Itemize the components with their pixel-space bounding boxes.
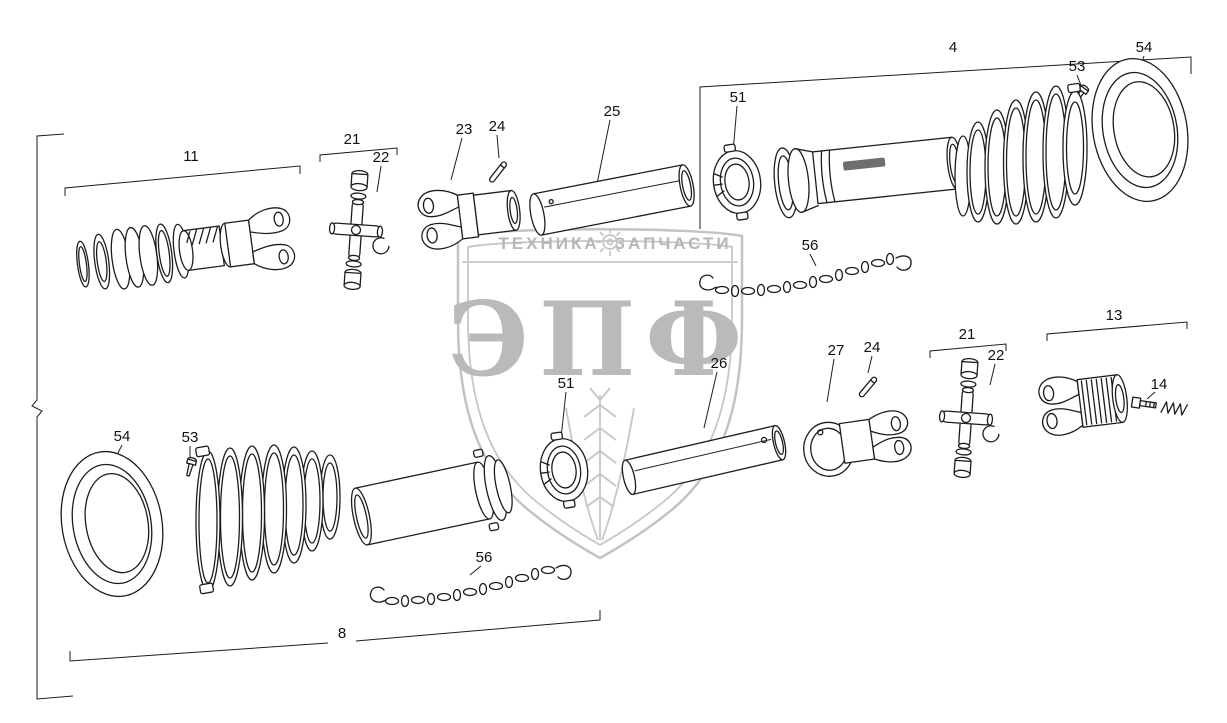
- callout-22-bottom: 22: [988, 347, 1005, 364]
- callout-21-bottom: 21: [959, 326, 976, 343]
- callout-53-bottom: 53: [182, 429, 199, 446]
- part-clamp-cone-51-top: [707, 140, 767, 224]
- callout-24-bottom: 24: [864, 339, 881, 356]
- part-outer-yoke-13: [1038, 374, 1128, 436]
- watermark-text-right: ЗАПЧАСТИ: [614, 234, 731, 253]
- tube-print-marking: [842, 157, 886, 171]
- callout-13: 13: [1106, 307, 1123, 324]
- part-guard-tube-bottom: [350, 448, 513, 546]
- part-seal-kit-11: [76, 207, 296, 290]
- part-chain-56-bottom: [369, 564, 572, 608]
- part-ujoint-kit-21-bottom: [934, 356, 1005, 481]
- part-profile-tube-25: [529, 164, 695, 236]
- bracket-group-4: [699, 56, 1192, 229]
- callout-51-top: 51: [730, 89, 747, 106]
- callout-54-top: 54: [1136, 39, 1153, 56]
- callout-4: 4: [949, 39, 957, 56]
- callout-53-top: 53: [1069, 58, 1086, 75]
- callout-26: 26: [711, 355, 728, 372]
- callout-24-top: 24: [489, 118, 506, 135]
- part-guard-cone-bottom-bellows: [195, 444, 341, 595]
- part-clamp-cone-51-bottom: [534, 428, 594, 512]
- watermark-text-left: ТЕХНИКА: [498, 234, 599, 253]
- bracket-group-8: [69, 610, 601, 662]
- callout-51-bottom: 51: [558, 375, 575, 392]
- watermark-shield-logo: ТЕХНИКА ЗАПЧАСТИ ЭПФ: [448, 228, 752, 560]
- callout-11: 11: [183, 148, 199, 165]
- callout-8: 8: [338, 625, 346, 642]
- part-bolt-spring-14: [1130, 396, 1188, 416]
- part-guard-ring-54-bottom: [60, 450, 164, 598]
- callout-56-top: 56: [802, 237, 819, 254]
- bracket-group-21-bottom: [929, 343, 1007, 358]
- callout-56-bottom: 56: [476, 549, 493, 566]
- part-inner-yoke-23: [417, 189, 521, 250]
- callout-25: 25: [604, 103, 621, 120]
- part-chain-56-top: [699, 252, 912, 298]
- callout-54-bottom: 54: [114, 428, 131, 445]
- callout-22-top: 22: [373, 149, 390, 166]
- bracket-group-21-top: [319, 147, 398, 162]
- part-guard-cone-54-top-bellows: [954, 82, 1088, 225]
- bracket-figure-left: [31, 133, 74, 700]
- callout-21-top: 21: [344, 131, 361, 148]
- part-inner-tube-26: [621, 424, 787, 496]
- bracket-group-11: [64, 165, 301, 196]
- bracket-group-13: [1046, 321, 1188, 341]
- part-pin-24-top: [487, 160, 509, 184]
- part-guard-ring-54-top: [1091, 57, 1189, 203]
- gear-icon: [596, 228, 624, 256]
- watermark-big-letters: ЭПФ: [448, 280, 752, 400]
- part-guard-tube-top: [773, 136, 963, 219]
- callout-14: 14: [1151, 376, 1168, 393]
- callout-27: 27: [828, 342, 845, 359]
- part-screw-53-bottom: [182, 456, 198, 478]
- part-ujoint-kit-21-top: [324, 168, 395, 293]
- part-inner-yoke-27: [803, 410, 912, 477]
- part-pin-24-bottom: [857, 375, 879, 399]
- callout-23: 23: [456, 121, 473, 138]
